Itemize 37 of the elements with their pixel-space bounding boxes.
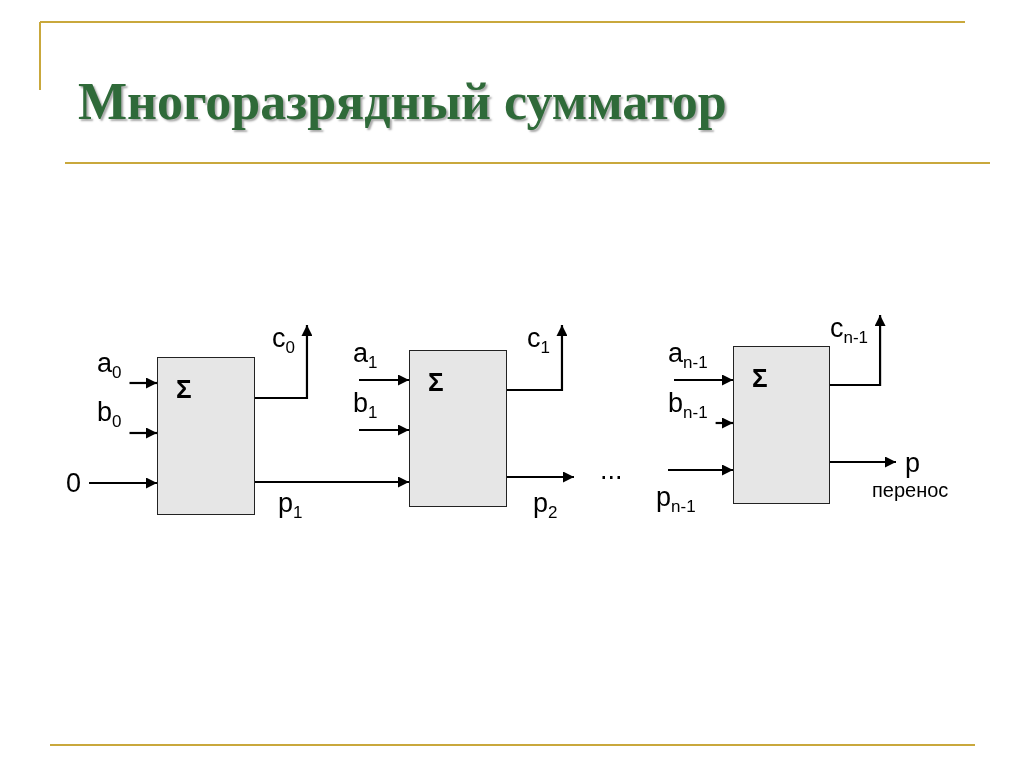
signal-label: b$_{1}$ [353,388,378,429]
arrow [129,427,157,439]
adder-block [157,357,255,515]
sum-symbol: Σ [176,374,192,405]
signal-label: a$_{n-1}$ [668,338,708,379]
slide-title: Многоразрядный сумматор [78,72,727,131]
sum-symbol: Σ [752,363,768,394]
signal-label: a$_{0}$ [97,348,122,389]
arrow [359,374,409,386]
edge-label: p$_{2}$ [533,488,558,525]
arrow [715,417,733,429]
edge-label: p$_{1}$ [278,488,303,525]
arrow [255,476,409,488]
signal-caption: перенос [872,478,949,502]
adder-block [733,346,830,504]
signal-label: b$_{0}$ [97,397,122,438]
adder-block [409,350,507,507]
arrow [359,424,409,436]
edge-label: p$_{n-1}$ [656,482,696,519]
arrow [89,477,157,489]
signal-label: p [905,448,922,478]
signal-label: 0 [66,468,82,498]
arrow [507,325,568,392]
arrow [129,377,157,389]
sum-symbol: Σ [428,367,444,398]
arrow [255,325,313,400]
arrow [507,471,574,483]
arrow [830,456,896,468]
signal-label: a$_{1}$ [353,338,378,379]
arrow [668,464,733,476]
arrow [830,315,886,387]
ellipsis: ... [600,455,623,485]
signal-label: b$_{n-1}$ [668,388,708,429]
signal-label: c$_{n-1}$ [830,313,869,354]
signal-label: c$_{0}$ [272,323,295,364]
signal-label: c$_{1}$ [527,323,550,364]
arrow [674,374,733,386]
